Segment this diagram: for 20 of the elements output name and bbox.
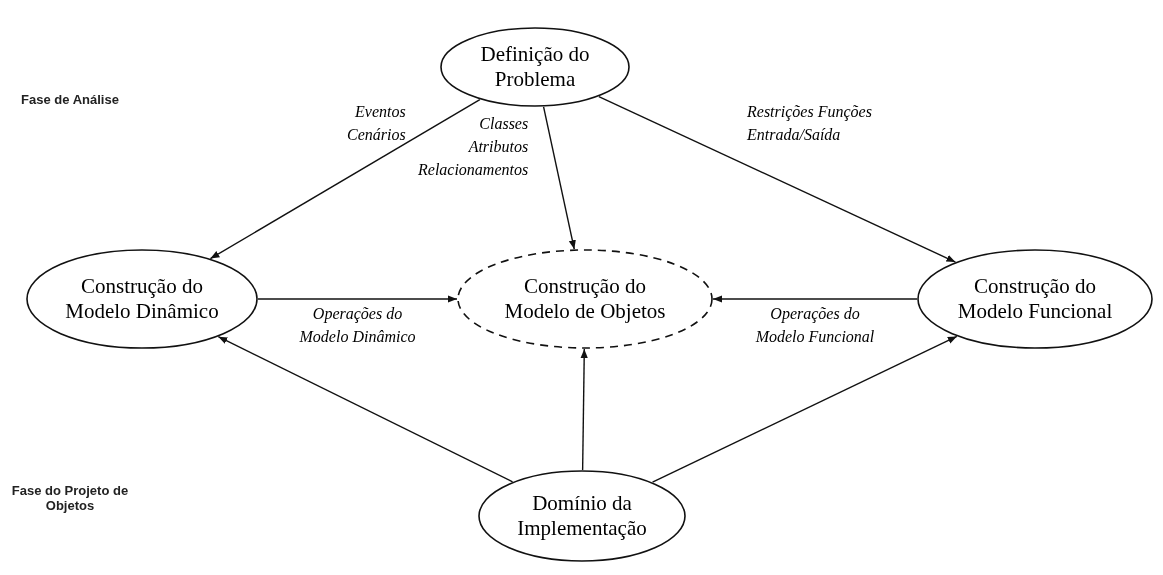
arrow: [712, 295, 918, 303]
node-label: Construção do Modelo de Objetos: [503, 273, 667, 325]
node-label: Domínio da Implementação: [516, 490, 648, 542]
arrow: [598, 95, 957, 263]
node-label: Definição do Problema: [479, 41, 591, 93]
edge-label: Operações do Modelo Dinâmico: [298, 304, 417, 348]
edge-label: Restrições Funções Entrada/Saída: [746, 102, 873, 146]
arrow: [542, 106, 576, 250]
node-label: Construção do Modelo Funcional: [956, 273, 1114, 325]
arrow: [209, 98, 481, 260]
arrow: [217, 335, 514, 483]
arrow: [257, 295, 458, 303]
edge-label: Eventos Cenários: [346, 102, 407, 146]
edge-label: Operações do Modelo Funcional: [754, 304, 876, 348]
phase-label: Fase de Análise: [20, 92, 120, 107]
node-label: Construção do Modelo Dinâmico: [64, 273, 220, 325]
arrow: [580, 348, 588, 471]
arrow: [651, 335, 958, 483]
phase-label: Fase do Projeto de Objetos: [10, 483, 130, 513]
edge-label: Classes Atributos Relacionamentos: [417, 114, 530, 181]
